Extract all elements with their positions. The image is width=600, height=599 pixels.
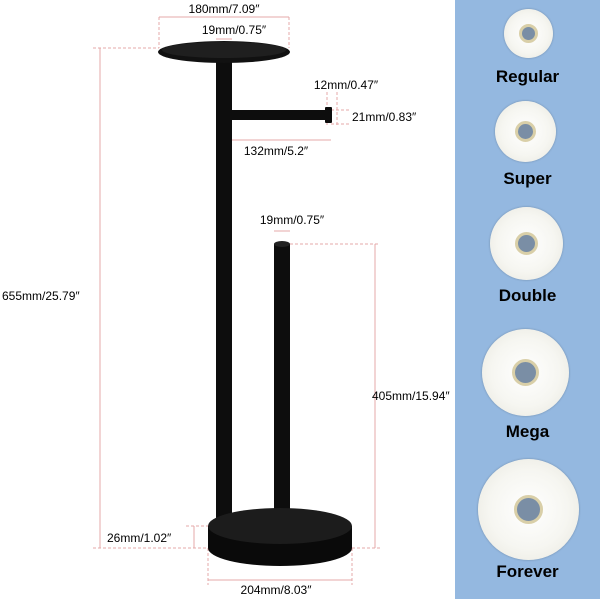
top-shelf-highlight — [162, 42, 286, 58]
dimension-lines — [93, 16, 380, 585]
base-diameter-label: 204mm/8.03″ — [241, 583, 313, 597]
main-pole — [216, 52, 232, 526]
roll-label-mega: Mega — [505, 422, 550, 441]
spare-pole-cap — [274, 241, 290, 247]
roll-label-regular: Regular — [495, 67, 560, 86]
spare-pole-height-label: 405mm/15.94″ — [372, 389, 450, 403]
roll-arm-end — [325, 107, 332, 123]
base-thickness-label: 26mm/1.02″ — [107, 531, 172, 545]
double-roll-icon — [490, 207, 563, 280]
spare-pole — [274, 244, 290, 526]
top-width-label: 180mm/7.09″ — [189, 2, 261, 16]
total-height-label: 655mm/25.79″ — [2, 289, 80, 303]
stand — [158, 41, 352, 566]
arm-end-diameter-label: 21mm/0.83″ — [352, 110, 417, 124]
roll-label-double: Double — [498, 286, 557, 305]
regular-roll-icon — [504, 9, 553, 58]
toilet-paper-stand-diagram: 180mm/7.09″ 19mm/0.75″ 12mm/0.47″ 21mm/0… — [2, 2, 450, 597]
roll-arm — [230, 110, 329, 120]
super-roll-icon — [495, 101, 556, 162]
roll-label-super: Super — [503, 169, 552, 188]
base-top — [208, 508, 352, 544]
forever-roll-icon — [478, 459, 579, 560]
dimension-labels: 180mm/7.09″ 19mm/0.75″ 12mm/0.47″ 21mm/0… — [2, 2, 450, 597]
roll-label-forever: Forever — [496, 562, 559, 581]
roll-size-panel: Regular Super Double Mega Forever — [455, 0, 600, 599]
pole-diameter-label: 19mm/0.75″ — [260, 213, 325, 227]
mega-roll-icon — [482, 329, 569, 416]
arm-end-thickness-label: 12mm/0.47″ — [314, 78, 379, 92]
top-pole-diameter-label: 19mm/0.75″ — [202, 23, 267, 37]
arm-length-label: 132mm/5.2″ — [244, 144, 309, 158]
